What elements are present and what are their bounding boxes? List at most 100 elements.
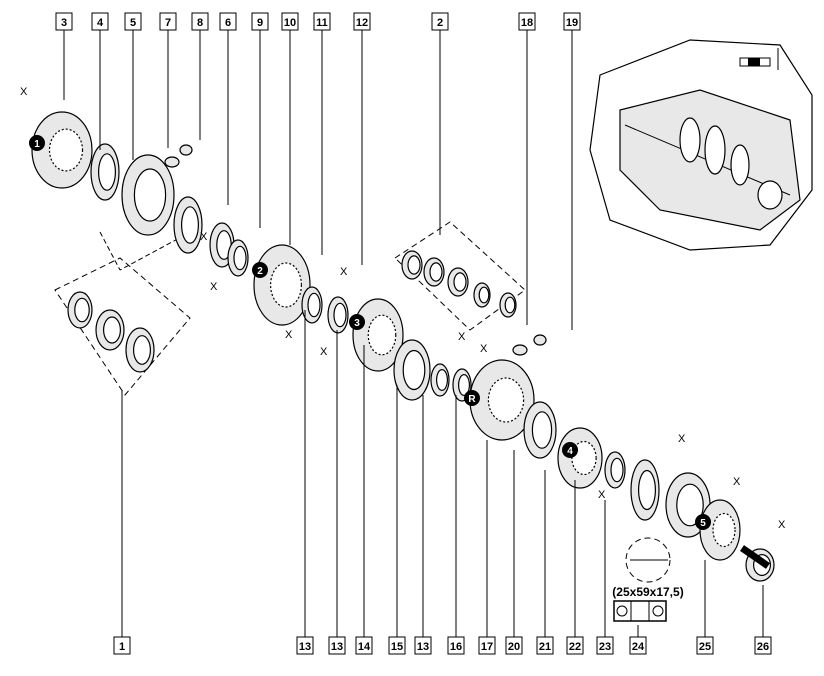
bolt-shank (740, 545, 770, 569)
gear-marker-R: R (464, 390, 480, 406)
callout-number: 25 (699, 641, 711, 653)
dimension-marker-x: X (200, 231, 208, 243)
callout-label-13: 13 (328, 330, 346, 655)
part-gear (699, 499, 741, 561)
callout-label-7: 7 (159, 12, 177, 148)
callout-number: 15 (391, 641, 403, 653)
callout-label-22: 22 (566, 480, 584, 655)
part-ring (393, 339, 431, 401)
callout-number: 24 (632, 641, 645, 653)
callout-label-3: 3 (55, 12, 73, 100)
callout-label-25: 25 (696, 560, 714, 655)
gearbox-assembly-inset (589, 39, 813, 251)
callout-label-16: 16 (447, 395, 465, 655)
part-key (512, 344, 528, 356)
callout-number: 6 (225, 17, 231, 29)
callout-label-4: 4 (91, 12, 109, 150)
part-ring (604, 451, 626, 489)
callout-number: 1 (119, 641, 125, 653)
part-ring (227, 239, 249, 277)
part-ring (473, 282, 491, 308)
part-key (179, 144, 193, 156)
svg-text:R: R (468, 394, 476, 405)
callout-number: 13 (331, 641, 343, 653)
callout-label-23: 23 (596, 500, 614, 655)
callout-number: 9 (257, 17, 263, 29)
gear-marker-2: 2 (252, 262, 268, 278)
dimension-marker-x: X (320, 346, 328, 358)
callout-number: 5 (130, 17, 136, 29)
callout-number: 7 (165, 17, 171, 29)
part-ring (90, 143, 120, 201)
callout-number: 21 (539, 641, 551, 653)
part-hub (121, 154, 175, 236)
dimension-marker-x: X (733, 476, 741, 488)
part-ring (447, 267, 469, 297)
svg-text:4: 4 (567, 446, 573, 457)
part-ring (173, 196, 203, 254)
callout-label-14: 14 (355, 345, 373, 655)
svg-text:1: 1 (34, 139, 40, 150)
dimension-marker-x: X (20, 86, 28, 98)
dimension-marker-x: X (340, 266, 348, 278)
part-ring (630, 459, 660, 521)
part-ring (430, 363, 450, 397)
part-ring (499, 292, 517, 318)
part-gear (469, 359, 535, 441)
callout-label-9: 9 (251, 12, 269, 228)
dimension-marker-x: X (598, 489, 606, 501)
callout-label-11: 11 (313, 12, 331, 255)
callout-label-6: 6 (219, 12, 237, 205)
callout-label-8: 8 (191, 12, 209, 140)
dimension-marker-x: X (678, 433, 686, 445)
bearing-spec-text: (25x59x17,5) (612, 585, 683, 599)
callout-number: 12 (356, 17, 368, 29)
callout-number: 13 (417, 641, 429, 653)
gear-marker-5: 5 (695, 514, 711, 530)
part-ring (95, 309, 125, 351)
part-ring (327, 296, 349, 334)
dimension-marker-x: X (210, 281, 218, 293)
callout-label-17: 17 (478, 440, 496, 655)
callout-label-26: 26 (754, 585, 772, 655)
callout-number: 26 (757, 641, 769, 653)
callout-number: 19 (566, 17, 578, 29)
group-1-pointer (119, 234, 186, 271)
callout-label-12: 12 (353, 12, 371, 265)
callout-label-19: 19 (563, 12, 581, 330)
callout-label-18: 18 (518, 12, 536, 325)
callout-number: 14 (358, 641, 371, 653)
svg-text:2: 2 (257, 266, 263, 277)
dimension-marker-x: X (480, 343, 488, 355)
callout-number: 23 (599, 641, 611, 653)
svg-text:3: 3 (354, 318, 360, 329)
callout-label-1: 1 (113, 390, 131, 655)
bearing-spec-group: (25x59x17,5) (612, 537, 684, 622)
part-gear (31, 111, 93, 189)
callout-label-13: 13 (296, 310, 314, 655)
svg-text:5: 5 (700, 518, 706, 529)
gear-marker-4: 4 (562, 442, 578, 458)
callout-label-13: 13 (414, 395, 432, 655)
group-1-outline (54, 257, 191, 396)
part-ring (423, 257, 445, 287)
group-2-outline (394, 221, 526, 331)
callout-number: 17 (481, 641, 493, 653)
callout-number: 13 (299, 641, 311, 653)
callout-label-21: 21 (536, 470, 554, 655)
callout-label-2: 2 (431, 12, 449, 235)
group-1-pointer (99, 231, 121, 271)
callout-number: 8 (197, 17, 203, 29)
part-ring (401, 250, 423, 280)
callout-label-20: 20 (505, 450, 523, 655)
part-ring (125, 327, 155, 373)
callout-number: 10 (284, 17, 296, 29)
part-key (164, 156, 180, 168)
part-ring (301, 286, 323, 324)
gear-marker-1: 1 (29, 135, 45, 151)
callout-number: 11 (316, 17, 328, 29)
callout-number: 3 (61, 17, 67, 29)
callout-number: 20 (508, 641, 520, 653)
callout-number: 16 (450, 641, 462, 653)
